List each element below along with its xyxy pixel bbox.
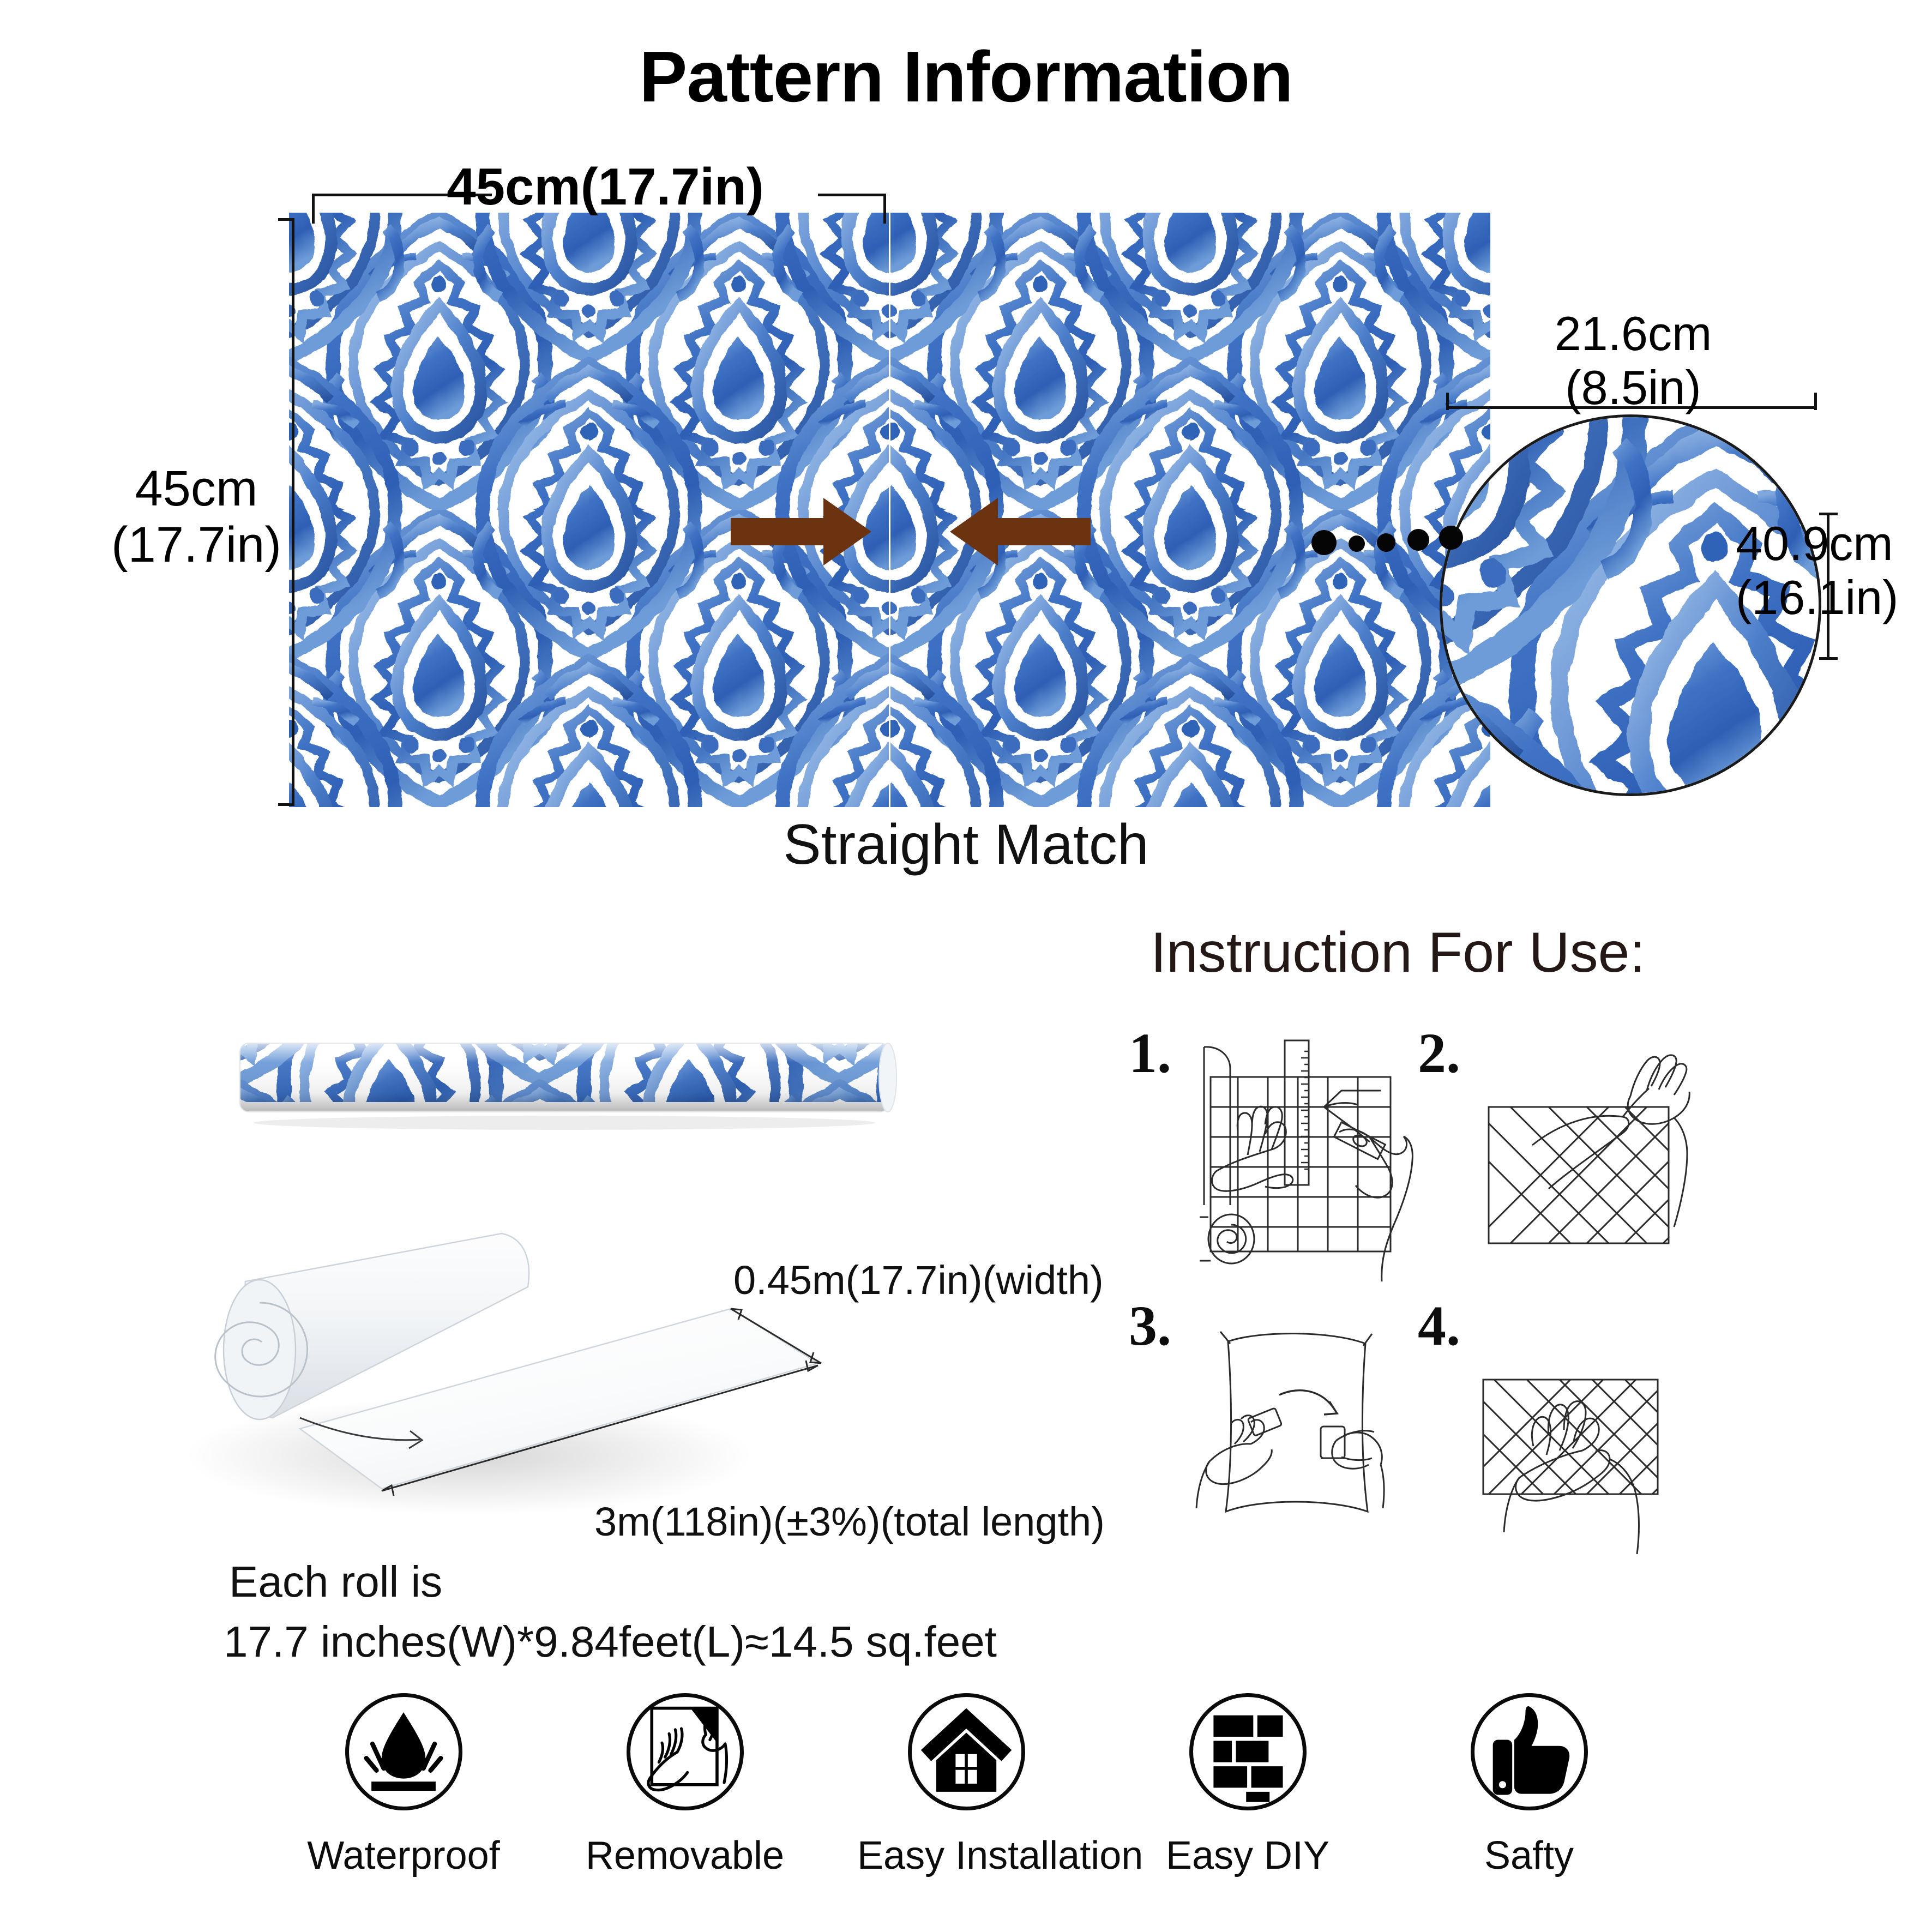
feature-waterproof-label: Waterproof xyxy=(307,1834,500,1877)
left-dimension-in: (17.7in) xyxy=(111,517,281,573)
measure-and-cut-icon xyxy=(1200,1039,1413,1282)
brick-wall-icon xyxy=(1213,1715,1283,1802)
safty-badge xyxy=(1470,1693,1588,1810)
instruction-step-2: 2. xyxy=(1418,1025,1707,1298)
feature-easy-diy: Easy DIY xyxy=(1139,1693,1357,1878)
detail-height-line xyxy=(1827,513,1829,660)
water-drop-icon xyxy=(364,1712,443,1791)
step-2-number: 2. xyxy=(1418,1022,1460,1085)
feature-easy-installation-label: Easy Installation xyxy=(857,1834,1143,1877)
zoom-dot-trail xyxy=(1311,523,1464,562)
straight-match-caption: Straight Match xyxy=(783,813,1149,876)
detail-width-cm: 21.6cm xyxy=(1554,306,1712,360)
pattern-tile-left xyxy=(289,213,889,807)
page-title: Pattern Information xyxy=(639,37,1293,117)
peel-backing-icon xyxy=(1488,1054,1690,1244)
step-1-number: 1. xyxy=(1129,1022,1171,1085)
step-3-number: 3. xyxy=(1129,1295,1171,1357)
instruction-steps: 1. xyxy=(1129,1025,1707,1570)
detail-width-label: 21.6cm (8.5in) xyxy=(1445,306,1821,414)
press-to-wall-icon xyxy=(1482,1379,1659,1555)
feature-removable-label: Removable xyxy=(585,1834,785,1877)
easy-installation-badge xyxy=(907,1693,1025,1810)
detail-width-in: (8.5in) xyxy=(1565,360,1701,414)
left-dimension-line xyxy=(292,218,294,806)
waterproof-badge xyxy=(345,1693,462,1810)
match-arrow-left-pointing xyxy=(949,493,1091,573)
top-dimension-tick-right xyxy=(883,194,886,224)
detail-height-label: 40.9cm (16.1in) xyxy=(1736,516,1932,624)
wallpaper-roll-unrolled xyxy=(164,1200,938,1538)
instruction-step-4: 4. xyxy=(1418,1298,1707,1570)
instruction-step-1: 1. xyxy=(1129,1025,1418,1298)
pattern-detail-magnifier xyxy=(1440,414,1821,796)
house-icon xyxy=(920,1708,1012,1792)
top-dimension-tick-left xyxy=(312,194,315,224)
easy-diy-badge xyxy=(1189,1693,1307,1810)
pattern-swatch-area xyxy=(289,213,1490,807)
thumbs-up-icon xyxy=(1492,1706,1569,1795)
detail-height-in: (16.1in) xyxy=(1736,570,1899,624)
left-dimension-tick-top xyxy=(278,218,294,221)
detail-width-tick-left xyxy=(1446,393,1449,410)
top-dimension-label: 45cm(17.7in) xyxy=(447,158,764,216)
wallpaper-roll-closed xyxy=(229,1033,900,1131)
roll-width-label: 0.45m(17.7in)(width) xyxy=(733,1257,1104,1303)
feature-easy-diy-label: Easy DIY xyxy=(1165,1834,1330,1877)
peeling-hands-icon xyxy=(646,1706,728,1792)
each-roll-line-1: Each roll is xyxy=(229,1557,443,1606)
left-dimension-label: 45cm (17.7in) xyxy=(98,461,294,573)
removable-badge xyxy=(626,1693,744,1810)
instruction-heading: Instruction For Use: xyxy=(1151,921,1646,984)
left-dimension-cm: 45cm xyxy=(135,461,258,516)
step-4-number: 4. xyxy=(1418,1295,1460,1357)
each-roll-line-2: 17.7 inches(W)*9.84feet(L)≈14.5 sq.feet xyxy=(224,1617,997,1666)
top-dimension-line-right xyxy=(818,194,886,196)
feature-waterproof: Waterproof xyxy=(294,1693,513,1878)
feature-easy-installation: Easy Installation xyxy=(857,1693,1143,1878)
left-dimension-tick-bottom xyxy=(278,803,294,806)
top-dimension-line-left xyxy=(312,194,492,196)
detail-width-line xyxy=(1446,406,1817,409)
detail-height-tick-bottom xyxy=(1819,657,1838,660)
detail-height-cm: 40.9cm xyxy=(1736,516,1893,570)
feature-badges-row: Waterproof R xyxy=(294,1693,1641,1928)
feature-safty-label: Safty xyxy=(1484,1834,1574,1877)
feature-removable: Removable xyxy=(576,1693,794,1878)
instruction-step-3: 3. xyxy=(1129,1298,1418,1570)
match-arrow-right-pointing xyxy=(731,493,872,573)
detail-height-tick-top xyxy=(1819,513,1838,515)
feature-safty: Safty xyxy=(1420,1693,1638,1878)
roll-length-label: 3m(118in)(±3%)(total length) xyxy=(594,1499,1105,1544)
apply-and-smooth-icon xyxy=(1195,1331,1385,1513)
detail-width-tick-right xyxy=(1814,393,1817,410)
